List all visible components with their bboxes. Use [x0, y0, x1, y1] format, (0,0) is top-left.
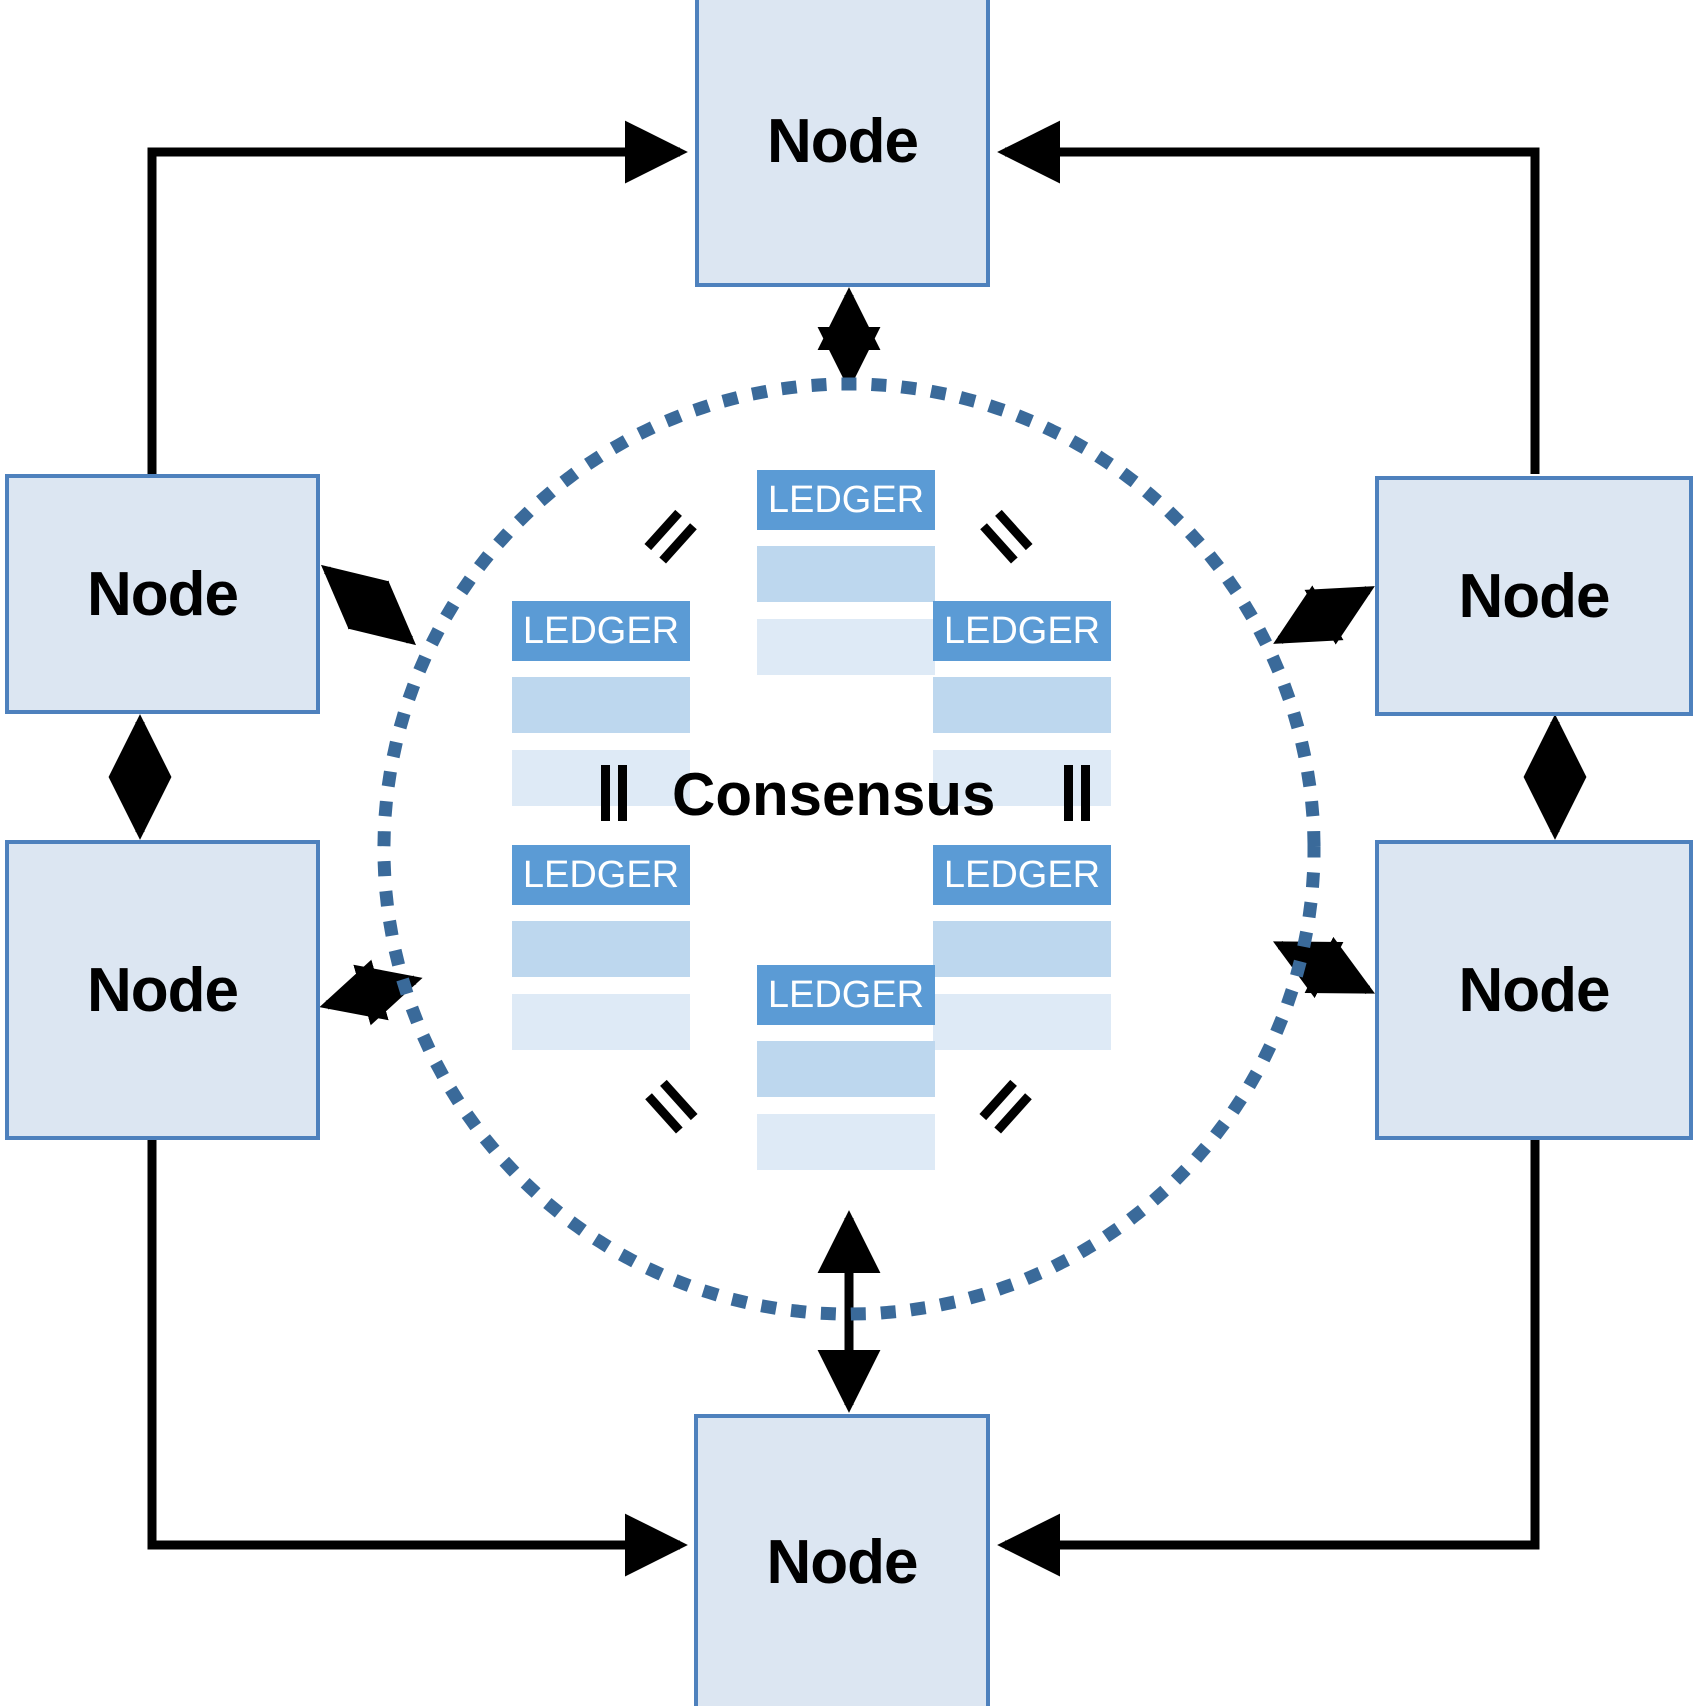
equals-bottom-right-icon	[975, 1076, 1037, 1138]
arrow-rightlower-to-consensus	[1272, 936, 1376, 999]
ledger-right-lower-row-1	[933, 921, 1111, 977]
node-right-upper[interactable]: Node	[1375, 476, 1693, 716]
ledger-left-upper-row-1	[512, 677, 690, 733]
ledger-bottom-header: LEDGER	[757, 965, 935, 1025]
ledger-left-upper[interactable]: LEDGER	[512, 601, 690, 806]
ledger-left-lower[interactable]: LEDGER	[512, 845, 690, 1050]
ledger-top-row-2	[757, 619, 935, 675]
ledger-left-lower-header: LEDGER	[512, 845, 690, 905]
node-top[interactable]: Node	[695, 0, 990, 287]
ledger-right-lower-header: LEDGER	[933, 845, 1111, 905]
arrow-rightupper-to-top	[997, 120, 1540, 474]
node-top-label: Node	[767, 107, 919, 176]
equals-top-right-icon	[975, 506, 1037, 568]
node-right-upper-label: Node	[1458, 561, 1611, 631]
equals-mid-right-icon	[1060, 765, 1094, 821]
node-left-lower[interactable]: Node	[5, 840, 320, 1140]
ledger-top-header: LEDGER	[757, 470, 935, 530]
node-left-lower-label: Node	[87, 955, 239, 1025]
arrow-leftlower-to-bottom	[147, 1140, 688, 1577]
node-left-upper[interactable]: Node	[5, 474, 320, 714]
ledger-right-lower-row-2	[933, 994, 1111, 1050]
ledger-bottom-row-2	[757, 1114, 935, 1170]
arrow-leftupper-to-top	[147, 120, 688, 474]
node-bottom-label: Node	[766, 1527, 919, 1597]
node-right-lower-label: Node	[1458, 955, 1611, 1025]
node-left-upper-label: Node	[87, 559, 239, 629]
arrow-rightlower-to-bottom	[997, 1140, 1540, 1577]
ledger-right-upper-row-1	[933, 677, 1111, 733]
ledger-top-row-1	[757, 546, 935, 602]
ledger-bottom[interactable]: LEDGER	[757, 965, 935, 1170]
consensus-label: Consensus	[672, 761, 996, 828]
ledger-right-lower[interactable]: LEDGER	[933, 845, 1111, 1050]
arrow-leftlower-to-consensus	[319, 959, 423, 1026]
node-right-lower[interactable]: Node	[1375, 840, 1693, 1140]
arrow-rightupper-to-consensus	[1273, 585, 1375, 645]
ledger-left-lower-row-2	[512, 994, 690, 1050]
ledger-right-upper-header: LEDGER	[933, 601, 1111, 661]
equals-top-left-icon	[640, 506, 702, 568]
equals-mid-left-icon	[597, 765, 631, 821]
node-bottom[interactable]: Node	[694, 1414, 990, 1706]
equals-bottom-left-icon	[640, 1076, 702, 1138]
ledger-top[interactable]: LEDGER	[757, 470, 935, 675]
ledger-left-lower-row-1	[512, 921, 690, 977]
arrow-leftupper-to-consensus	[320, 564, 417, 646]
ledger-left-upper-header: LEDGER	[512, 601, 690, 661]
ledger-bottom-row-1	[757, 1041, 935, 1097]
